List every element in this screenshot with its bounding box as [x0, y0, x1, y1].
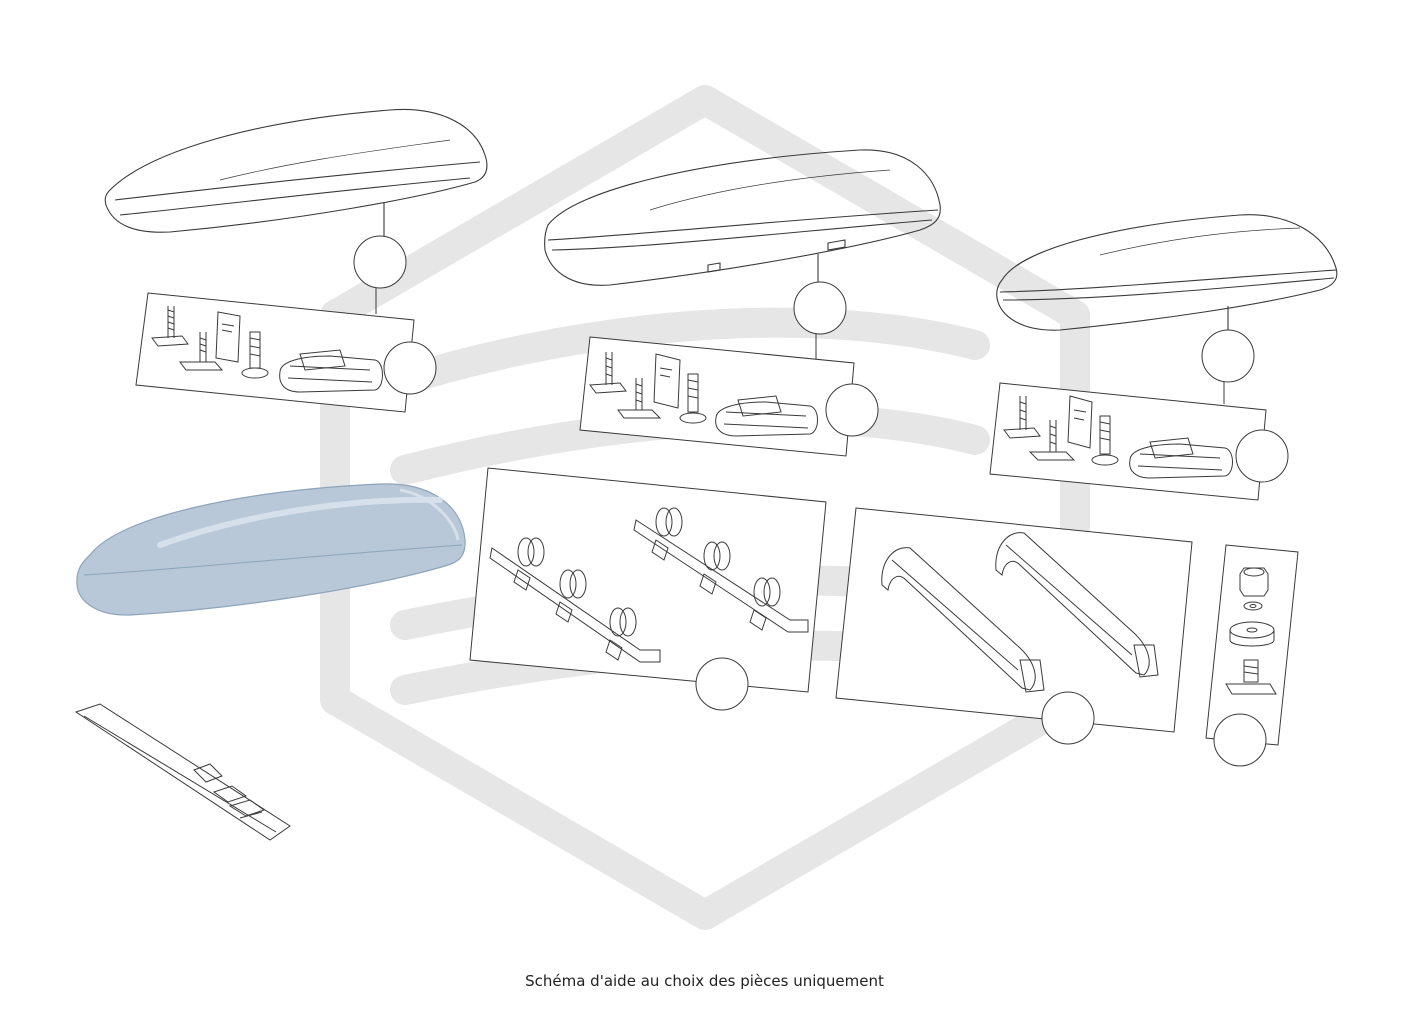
roof-box-2: [544, 149, 941, 286]
callout-circle-hardware: [1213, 713, 1267, 767]
bike-clamp: [651, 507, 683, 561]
roof-box-selected: [76, 483, 466, 616]
diagram-caption: Schéma d'aide au choix des pièces unique…: [525, 972, 884, 990]
mounting-kit-2: [579, 336, 855, 457]
bike-clamp: [513, 537, 545, 591]
callout-circle-box-2: [793, 281, 847, 335]
bike-clamp: [749, 577, 781, 631]
callout-circle-kit-3: [1235, 429, 1289, 483]
callout-circle-bike-holder: [695, 657, 749, 711]
callout-circle-box-3: [1201, 329, 1255, 383]
ski-carrier-bar: [995, 532, 1159, 678]
bike-clamp: [605, 607, 637, 661]
mounting-kit-1: [135, 292, 415, 413]
part-callouts: [353, 235, 1255, 404]
callout-circle-ski-carrier: [1041, 691, 1095, 745]
hex-nut-icon: [1239, 567, 1269, 597]
bike-clamp: [555, 569, 587, 623]
ski-carrier-set: [835, 507, 1193, 733]
strap: [74, 703, 291, 841]
ski-carrier-bar: [881, 547, 1045, 693]
hardware-set: [1205, 544, 1299, 746]
roof-box-3: [996, 214, 1338, 331]
spacer-icon: [1229, 621, 1275, 647]
callout-circle-box-1: [353, 235, 407, 289]
callout-circle-kit-1: [383, 341, 437, 395]
bike-clamp: [699, 541, 731, 595]
t-bolt-icon: [1225, 659, 1277, 695]
callout-circle-kit-2: [825, 383, 879, 437]
bike-holder-set: [469, 467, 827, 693]
mounting-kit-3: [989, 382, 1267, 501]
roof-box-1: [104, 108, 488, 240]
washer-icon: [1243, 601, 1263, 611]
